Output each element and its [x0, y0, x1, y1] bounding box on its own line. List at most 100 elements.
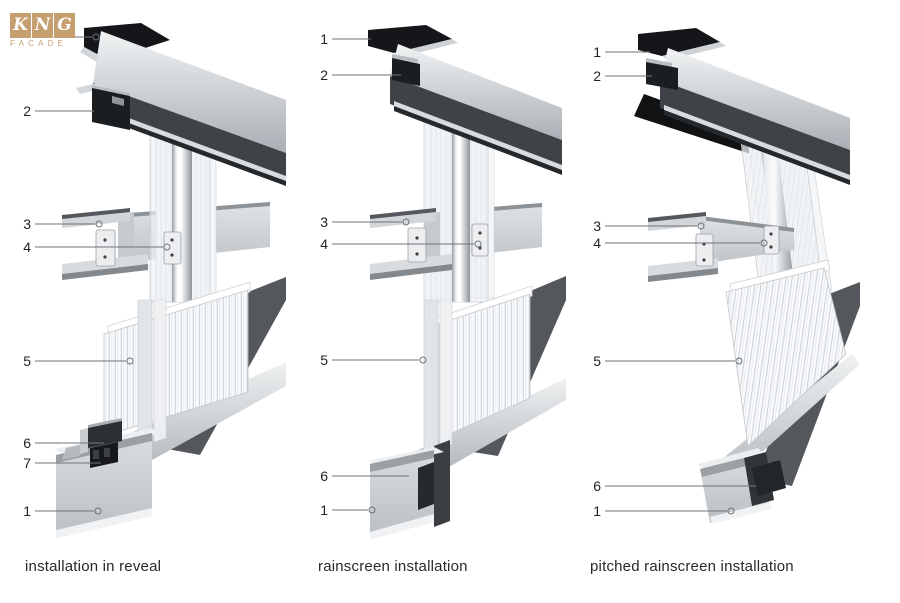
- callout-number: 2: [320, 67, 328, 83]
- base-channel-lip: [698, 448, 764, 470]
- diagram-rainscreen-installation: [368, 25, 566, 540]
- callout-marker: [402, 218, 410, 226]
- callout-number: 1: [593, 503, 601, 519]
- callout-marker: [94, 507, 102, 515]
- base-channel-shadow: [370, 450, 434, 472]
- head-bright-edge: [664, 105, 850, 180]
- bracket-bottom-shadow: [370, 264, 452, 280]
- callout-2: 2: [320, 67, 401, 83]
- head-fascia: [660, 80, 850, 178]
- logo-subtitle: FACADE: [10, 39, 68, 48]
- callout-4: 4: [593, 235, 768, 251]
- clamp-riser: [80, 428, 88, 454]
- screw: [415, 252, 419, 256]
- callout-5: 5: [593, 353, 743, 369]
- callout-number: 5: [320, 352, 328, 368]
- diagram-installation-in-reveal: [54, 23, 286, 538]
- bracket-web: [424, 212, 440, 262]
- head-detail-box: [392, 58, 420, 86]
- base-channel-front: [56, 433, 152, 538]
- head-detail-top: [392, 54, 418, 63]
- diagram-pitched-rainscreen-installation: [634, 28, 860, 524]
- bracket-bottom-shadow: [62, 264, 148, 280]
- callout-4: 4: [23, 239, 171, 255]
- callout-6: 6: [593, 478, 756, 494]
- callout-number: 4: [320, 236, 328, 252]
- callout-marker: [697, 222, 705, 230]
- bracket-top-cap: [648, 212, 706, 223]
- callout-number: 7: [23, 455, 31, 471]
- screw: [769, 232, 773, 236]
- callout-4: 4: [320, 236, 482, 252]
- ribbed-panel: [725, 267, 847, 447]
- mounting-plate: [407, 227, 427, 263]
- callout-number: 1: [320, 502, 328, 518]
- head-top-face: [660, 48, 850, 150]
- callout-marker: [419, 356, 427, 364]
- callout-unlabeled: [74, 33, 100, 41]
- callout-3: 3: [23, 216, 103, 232]
- clamp-profile: [752, 460, 786, 496]
- head-wing: [76, 82, 106, 94]
- head-dark-edge: [394, 106, 562, 175]
- callout-marker: [126, 357, 134, 365]
- callout-number: 6: [320, 468, 328, 484]
- callout-marker: [92, 33, 100, 41]
- callout-number: 4: [593, 235, 601, 251]
- callout-number: 4: [23, 239, 31, 255]
- head-bright-edge: [394, 101, 562, 170]
- head-fascia: [390, 76, 562, 168]
- mounting-plate: [763, 225, 780, 255]
- bracket-top-cap: [370, 208, 436, 220]
- screw: [103, 238, 107, 242]
- head-cap-black: [638, 28, 720, 56]
- mullion-foot: [434, 440, 450, 527]
- screw: [170, 253, 174, 257]
- callout-number: 2: [23, 103, 31, 119]
- callout-1: 1: [593, 503, 735, 519]
- callout-marker: [95, 220, 103, 228]
- head-detail-insert: [112, 96, 124, 106]
- base-channel-bottom: [56, 508, 152, 538]
- head-top-face: [390, 44, 562, 140]
- callout-2: 2: [593, 68, 652, 84]
- screw: [769, 245, 773, 249]
- panel-strip-low: [137, 299, 153, 447]
- callout-marker: [760, 239, 768, 247]
- bracket-bottom-shadow: [648, 268, 718, 282]
- head-bright-edge: [96, 106, 286, 181]
- panel-strip-low: [439, 299, 453, 449]
- callout-marker: [368, 506, 376, 514]
- head-fascia: [93, 83, 286, 180]
- screw: [702, 258, 706, 262]
- callout-number: 3: [593, 218, 601, 234]
- screw: [415, 236, 419, 240]
- callout-number: 5: [23, 353, 31, 369]
- mounting-plate: [695, 233, 714, 267]
- channel-inner-dark: [418, 462, 434, 510]
- callout-1: 1: [320, 502, 376, 518]
- callout-number: 5: [593, 353, 601, 369]
- callout-marker: [474, 240, 482, 248]
- bracket-top-flange: [370, 212, 436, 228]
- screw: [170, 238, 174, 242]
- callout-number: 6: [593, 478, 601, 494]
- callout-3: 3: [320, 214, 410, 230]
- callout-1: 1: [320, 31, 371, 47]
- head-dark-edge: [96, 111, 286, 186]
- callout-6: 6: [23, 435, 104, 451]
- head-detail-box: [646, 62, 678, 90]
- panel-strip-low: [423, 299, 439, 453]
- clamp-profile: [88, 421, 122, 448]
- screw: [478, 231, 482, 235]
- callout-number: 1: [23, 503, 31, 519]
- callout-number: 2: [593, 68, 601, 84]
- logo-boxes: K N G: [10, 13, 90, 38]
- panel-strip-low: [153, 299, 167, 443]
- callout-7: 7: [23, 455, 101, 471]
- logo-letter-box: G: [54, 13, 75, 38]
- mounting-plate: [163, 231, 182, 265]
- callout-number: 6: [23, 435, 31, 451]
